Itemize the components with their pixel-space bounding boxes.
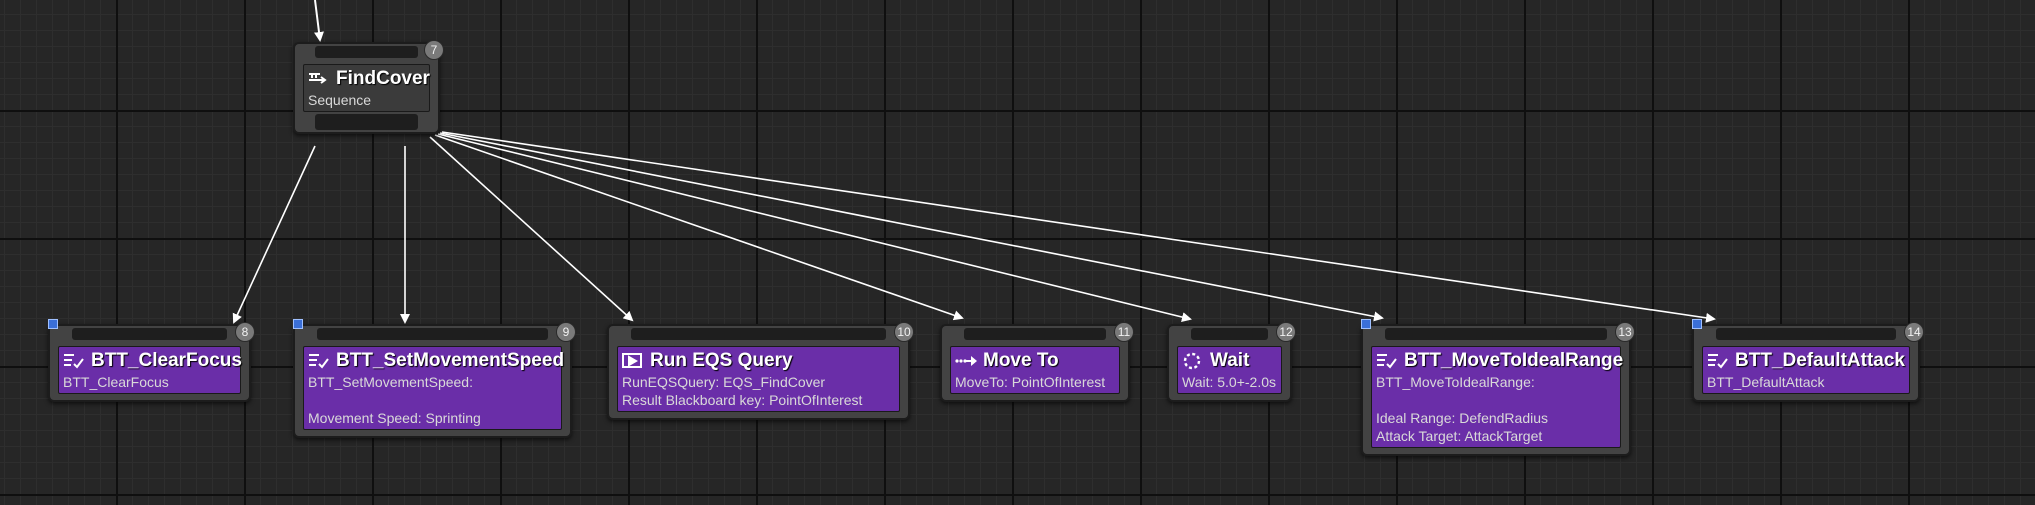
execution-index-badge: 9 [556, 322, 576, 342]
task-node-move-to[interactable]: 11 Move To MoveTo: PointOfInterest [940, 322, 1134, 402]
task-body: BTT_SetMovementSpeed BTT_SetMovementSpee… [303, 346, 565, 430]
task-body: BTT_ClearFocus BTT_ClearFocus [58, 346, 242, 394]
sequence-icon [309, 73, 327, 84]
wait-icon [1183, 352, 1201, 370]
sequence-body: FindCover Sequence [303, 64, 430, 112]
blueprint-marker-icon [1692, 319, 1702, 329]
execution-index-badge: 11 [1114, 322, 1134, 342]
move-to-icon [955, 356, 977, 366]
node-title: BTT_ClearFocus [91, 350, 242, 371]
task-body: BTT_MoveToIdealRange BTT_MoveToIdealRang… [1371, 346, 1624, 448]
blueprint-task-icon [309, 354, 329, 369]
wire-clear-focus [232, 145, 316, 324]
task-node-move-to-ideal-range[interactable]: 13 BTT_MoveToIdealRange BTT_MoveToIdealR… [1361, 319, 1635, 456]
execution-index-badge: 12 [1276, 322, 1296, 342]
execution-index-badge: 7 [424, 40, 444, 60]
node-title-row: BTT_ClearFocus [59, 347, 242, 372]
node-title: BTT_MoveToIdealRange [1404, 350, 1624, 371]
node-title-row: FindCover [304, 65, 430, 90]
wire-run-eqs-query [429, 136, 634, 322]
input-pin[interactable] [72, 328, 227, 340]
node-details: BTT_SetMovementSpeed: Movement Speed: Sp… [308, 374, 481, 426]
task-node-clear-focus[interactable]: 8 BTT_ClearFocus BTT_ClearFocus [48, 319, 255, 402]
blueprint-marker-icon [293, 319, 303, 329]
node-details: MoveTo: PointOfInterest [955, 374, 1106, 390]
node-details: BTT_DefaultAttack [1707, 374, 1825, 390]
node-details: Wait: 5.0+-2.0s [1182, 374, 1277, 390]
task-node-run-eqs-query[interactable]: 10 Run EQS Query RunEQSQuery: EQS_FindCo… [607, 322, 914, 420]
node-details: RunEQSQuery: EQS_FindCover Result Blackb… [622, 374, 863, 408]
findcover-sequence-node[interactable]: 7 FindCover Sequence [293, 40, 444, 134]
input-pin[interactable] [315, 46, 418, 58]
node-title-row: Move To [951, 347, 1119, 372]
wire-wait [437, 133, 1192, 322]
task-body: Run EQS Query RunEQSQuery: EQS_FindCover… [617, 346, 900, 412]
wire-default-attack [441, 131, 1716, 323]
node-title-row: BTT_SetMovementSpeed [304, 347, 565, 372]
blueprint-task-icon [1377, 354, 1397, 369]
node-title: Run EQS Query [650, 350, 793, 371]
task-node-wait[interactable]: 12 Wait Wait: 5.0+-2.0s [1167, 322, 1296, 402]
node-title: FindCover [336, 68, 430, 89]
input-pin[interactable] [631, 328, 886, 340]
node-details: BTT_MoveToIdealRange: Ideal Range: Defen… [1376, 374, 1549, 444]
execution-index-badge: 8 [235, 322, 255, 342]
output-pin[interactable] [315, 114, 418, 130]
node-title: Wait [1210, 350, 1250, 371]
blueprint-task-icon [1708, 354, 1728, 369]
input-pin[interactable] [1716, 328, 1896, 340]
input-pin[interactable] [964, 328, 1106, 340]
task-body: BTT_DefaultAttack BTT_DefaultAttack [1702, 346, 1910, 394]
task-body: Wait Wait: 5.0+-2.0s [1177, 346, 1282, 394]
input-pin[interactable] [317, 328, 548, 340]
wire-move-to [434, 134, 964, 321]
blueprint-marker-icon [1361, 319, 1371, 329]
node-title-row: BTT_DefaultAttack [1703, 347, 1909, 372]
blueprint-task-icon [64, 354, 84, 369]
execution-index-badge: 10 [894, 322, 914, 342]
blueprint-marker-icon [48, 319, 58, 329]
node-title-row: Run EQS Query [618, 347, 899, 372]
node-subtitle: Sequence [308, 92, 372, 108]
node-title: Move To [983, 350, 1059, 371]
node-title: BTT_SetMovementSpeed [336, 350, 565, 371]
node-title-row: BTT_MoveToIdealRange [1372, 347, 1624, 372]
node-details: BTT_ClearFocus [63, 374, 169, 390]
task-node-default-attack[interactable]: 14 BTT_DefaultAttack BTT_DefaultAttack [1692, 319, 1924, 402]
task-body: Move To MoveTo: PointOfInterest [950, 346, 1120, 394]
wire-incoming [314, 0, 324, 42]
input-pin[interactable] [1191, 328, 1268, 340]
wire-move-to-ideal-range [439, 132, 1384, 322]
node-title-row: Wait [1178, 347, 1281, 372]
execution-index-badge: 14 [1904, 322, 1924, 342]
eqs-query-icon [622, 353, 642, 368]
execution-index-badge: 13 [1615, 322, 1635, 342]
input-pin[interactable] [1385, 328, 1607, 340]
task-node-set-movement-speed[interactable]: 9 BTT_SetMovementSpeed BTT_SetMovementSp… [293, 319, 576, 438]
node-title: BTT_DefaultAttack [1735, 350, 1905, 371]
